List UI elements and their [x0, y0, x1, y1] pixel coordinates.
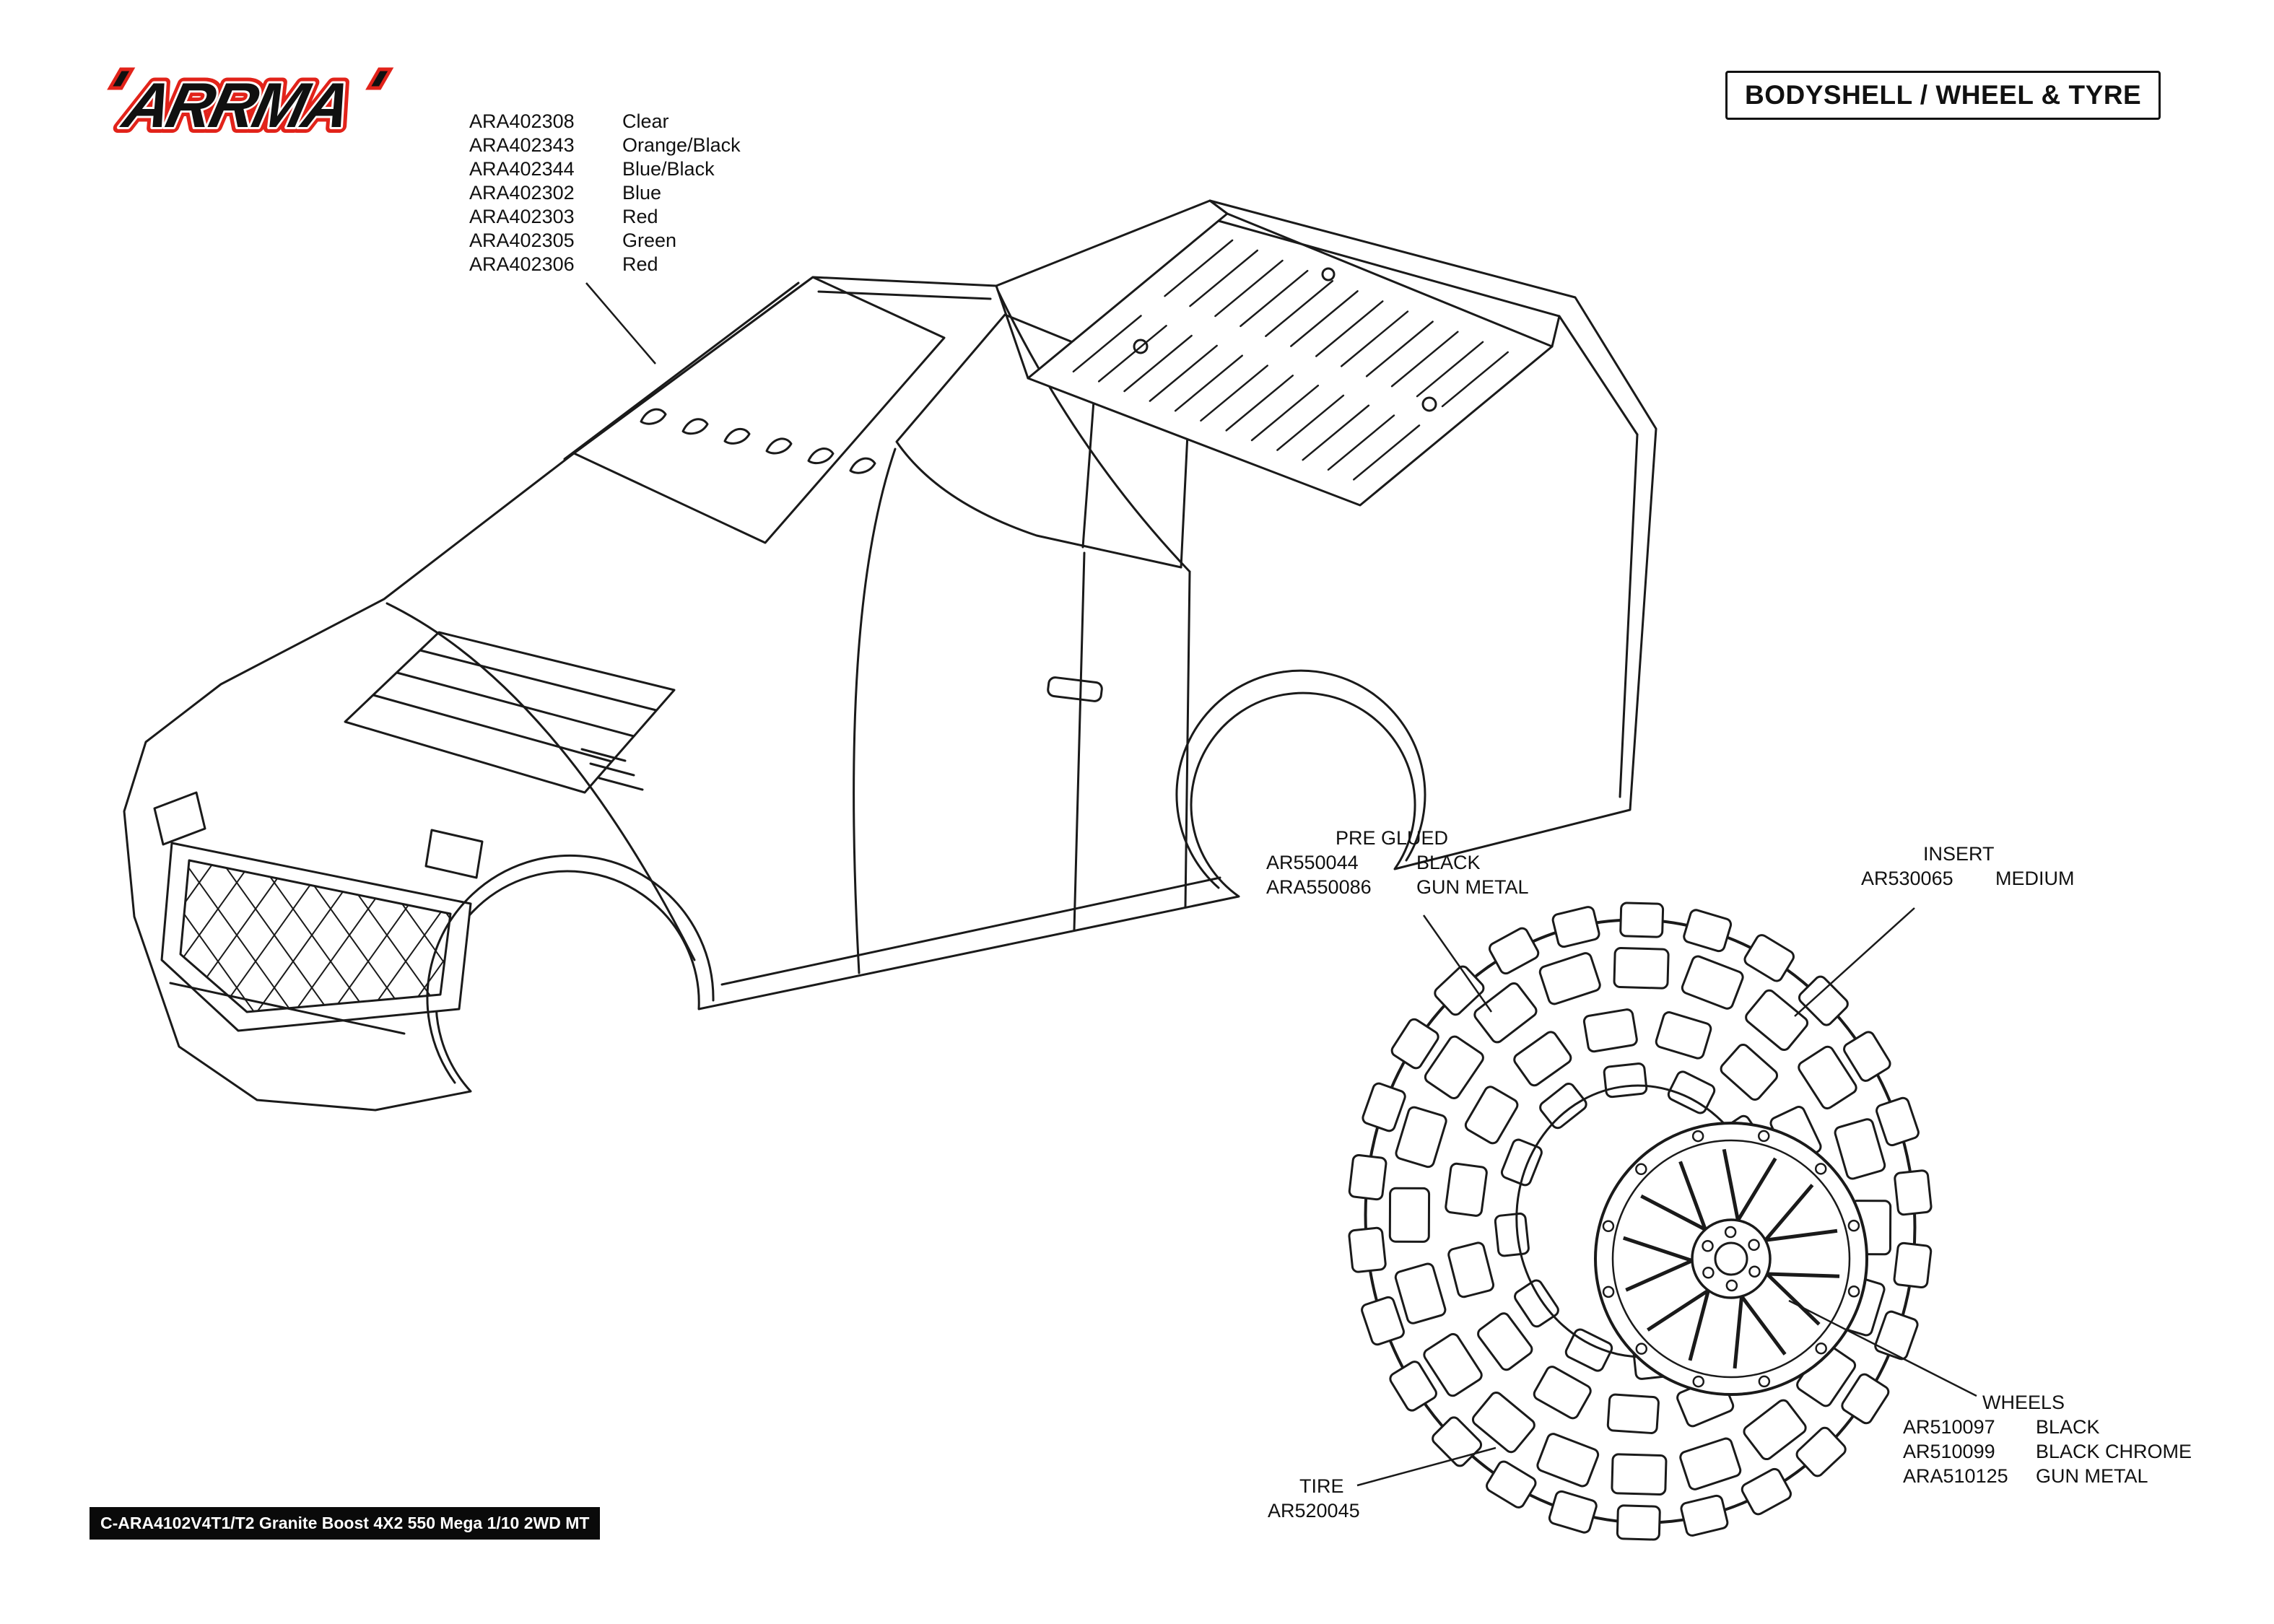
callout-title: TIRE	[1299, 1475, 1344, 1497]
part-number: ARA510125	[1903, 1465, 2008, 1487]
part-desc: MEDIUM	[1995, 868, 2075, 889]
brand-text: ARRMA	[116, 69, 355, 141]
part-row: ARA402308 Clear	[469, 110, 741, 134]
part-desc: GUN METAL	[2036, 1465, 2148, 1487]
part-desc: BLACK	[1416, 852, 1481, 873]
part-number: ARA402303	[469, 206, 575, 227]
part-number: ARA402308	[469, 110, 575, 132]
part-row: AR510099 BLACK CHROME	[1903, 1439, 2192, 1464]
part-row: AR530065 MEDIUM	[1861, 866, 2075, 891]
callout-wheels: WHEELS AR510097 BLACK AR510099 BLACK CHROM…	[1903, 1390, 2192, 1488]
leader-pre-glued	[1422, 914, 1493, 1013]
logo-quote-left	[107, 67, 136, 90]
arrma-logo: ARRMA ARRMA ARRMA	[85, 61, 432, 147]
page-title-box: BODYSHELL / WHEEL & TYRE	[1725, 71, 2161, 120]
part-row: ARA402303 Red	[469, 205, 741, 229]
callout-title: PRE GLUED	[1336, 827, 1449, 849]
bodyshell-drawing	[123, 199, 1657, 1112]
part-row: ARA402306 Red	[469, 253, 741, 276]
part-desc: Blue/Black	[622, 158, 715, 180]
callout-title: WHEELS	[1982, 1392, 2065, 1413]
part-number: ARA402344	[469, 158, 575, 180]
bodyshell-parts-list: ARA402308 Clear ARA402343 Orange/Black ARA…	[469, 110, 741, 276]
part-number: ARA402343	[469, 134, 575, 156]
part-desc: Clear	[622, 110, 669, 132]
logo-quote-right	[365, 67, 394, 90]
part-number: AR510097	[1903, 1416, 1995, 1438]
callout-pre-glued: PRE GLUED AR550044 BLACK ARA550086 GUN MET…	[1266, 826, 1529, 899]
part-row: ARA550086 GUN METAL	[1266, 875, 1529, 899]
part-desc: Orange/Black	[622, 134, 741, 156]
wheel-rim-drawing	[1594, 1122, 1868, 1396]
part-desc: Green	[622, 230, 677, 251]
part-desc: Red	[622, 253, 658, 275]
part-number: ARA550086	[1266, 876, 1372, 898]
page-title: BODYSHELL / WHEEL & TYRE	[1745, 80, 2142, 110]
part-row: AR550044 BLACK	[1266, 850, 1529, 875]
leader-tire	[1356, 1446, 1497, 1487]
callout-tire: TIRE AR520045	[1268, 1474, 1360, 1523]
arrma-logo-art: ARRMA ARRMA ARRMA	[107, 64, 394, 147]
part-row: ARA402343 Orange/Black	[469, 134, 741, 157]
callout-insert: INSERT AR530065 MEDIUM	[1861, 842, 2075, 891]
part-row: ARA402305 Green	[469, 229, 741, 253]
part-row: ARA402302 Blue	[469, 181, 741, 205]
part-row: ARA402344 Blue/Black	[469, 157, 741, 181]
leader-bodyshell	[585, 282, 656, 364]
leader-wheels	[1788, 1299, 1977, 1397]
callout-leader-lines	[585, 282, 1977, 1487]
part-desc: BLACK CHROME	[2036, 1441, 2192, 1462]
kit-id-label: C-ARA4102V4T1/T2 Granite Boost 4X2 550 M…	[90, 1507, 601, 1540]
leader-insert	[1794, 907, 1915, 1017]
part-number: ARA402305	[469, 230, 575, 251]
part-desc: Red	[622, 206, 658, 227]
part-number: ARA402302	[469, 182, 575, 204]
part-row: AR520045	[1268, 1498, 1360, 1523]
part-desc: BLACK	[2036, 1416, 2100, 1438]
part-desc: Blue	[622, 182, 662, 204]
part-number: AR530065	[1861, 868, 1953, 889]
part-row: ARA510125 GUN METAL	[1903, 1464, 2192, 1488]
part-number: AR550044	[1266, 852, 1359, 873]
part-row: AR510097 BLACK	[1903, 1415, 2192, 1439]
brand-text-outline: ARRMA	[116, 69, 355, 141]
part-number: ARA402306	[469, 253, 575, 275]
part-number: AR520045	[1268, 1500, 1360, 1522]
callout-title: INSERT	[1923, 843, 1995, 865]
part-number: AR510099	[1903, 1441, 1995, 1462]
brand-text-inline: ARRMA	[116, 69, 355, 141]
part-desc: GUN METAL	[1416, 876, 1529, 898]
